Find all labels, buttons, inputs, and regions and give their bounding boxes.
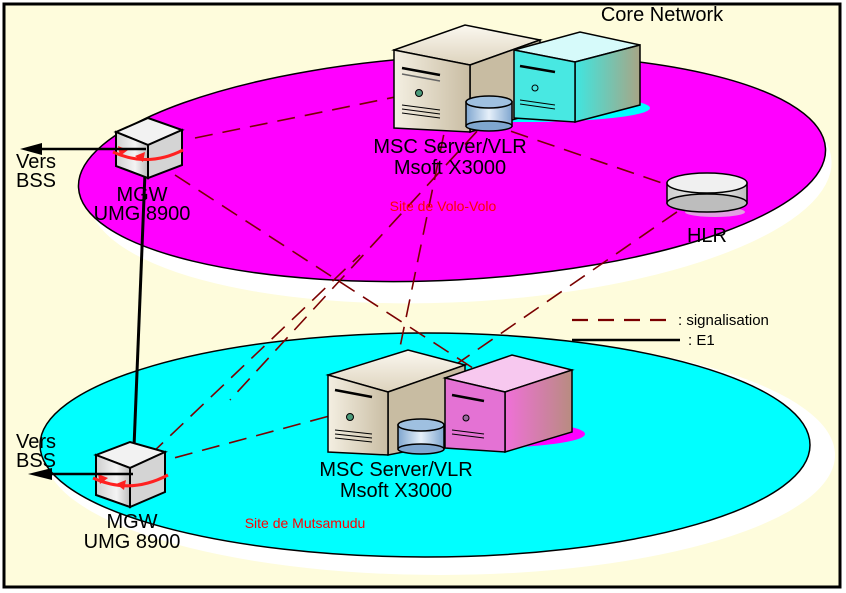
mgw-top-label-line2: UMG 8900 xyxy=(94,203,191,225)
msc-bottom-label-line1: MSC Server/VLR xyxy=(319,459,472,481)
mgw-top-label-line1: MGW xyxy=(116,184,167,206)
arrow-left-icon xyxy=(28,468,52,480)
bss-top-line2: BSS xyxy=(16,170,56,192)
bss-top-line1: Vers xyxy=(16,151,56,173)
bss-bottom-line1: Vers xyxy=(16,431,56,453)
media-gateway-cube-icon xyxy=(92,440,169,509)
site-volo-volo-label: Site de Volo-Volo xyxy=(390,198,497,214)
mgw-bottom-label-line2: UMG 8900 xyxy=(84,531,181,553)
media-gateway-cube-icon xyxy=(112,116,185,180)
arrow-left-icon xyxy=(20,143,42,155)
server-tower-icon xyxy=(513,31,641,123)
legend: : signalisation : E1 xyxy=(572,312,769,349)
sig-link xyxy=(229,89,516,401)
mgw-bottom xyxy=(92,440,169,509)
core-network-title: Core Network xyxy=(601,4,724,26)
database-cylinder-icon xyxy=(666,172,748,213)
signalisation-links xyxy=(147,79,701,466)
sig-link xyxy=(174,174,531,406)
sig-link xyxy=(149,254,361,456)
msc-server-top xyxy=(391,24,650,133)
msc-server-bottom xyxy=(325,349,585,456)
mgw-bottom-label-line1: MGW xyxy=(106,511,157,533)
msc-bottom-label-line2: Msoft X3000 xyxy=(340,480,452,502)
database-cylinder-icon xyxy=(465,95,513,132)
hlr-database xyxy=(666,172,748,217)
sig-link xyxy=(404,94,701,197)
bss-bottom-line2: BSS xyxy=(16,450,56,472)
hlr-label: HLR xyxy=(687,225,727,247)
legend-signalisation-label: : signalisation xyxy=(678,312,769,329)
site-mutsamudu-label: Site de Mutsamudu xyxy=(245,515,366,531)
mgw-top xyxy=(112,116,185,180)
sig-link xyxy=(194,94,406,139)
sig-link xyxy=(147,404,371,466)
database-cylinder-icon xyxy=(397,418,445,455)
msc-top-label-line1: MSC Server/VLR xyxy=(373,136,526,158)
msc-top-label-line2: Msoft X3000 xyxy=(394,157,506,179)
legend-e1-label: : E1 xyxy=(688,332,715,349)
server-tower-icon xyxy=(442,354,575,454)
e1-link xyxy=(131,147,148,473)
